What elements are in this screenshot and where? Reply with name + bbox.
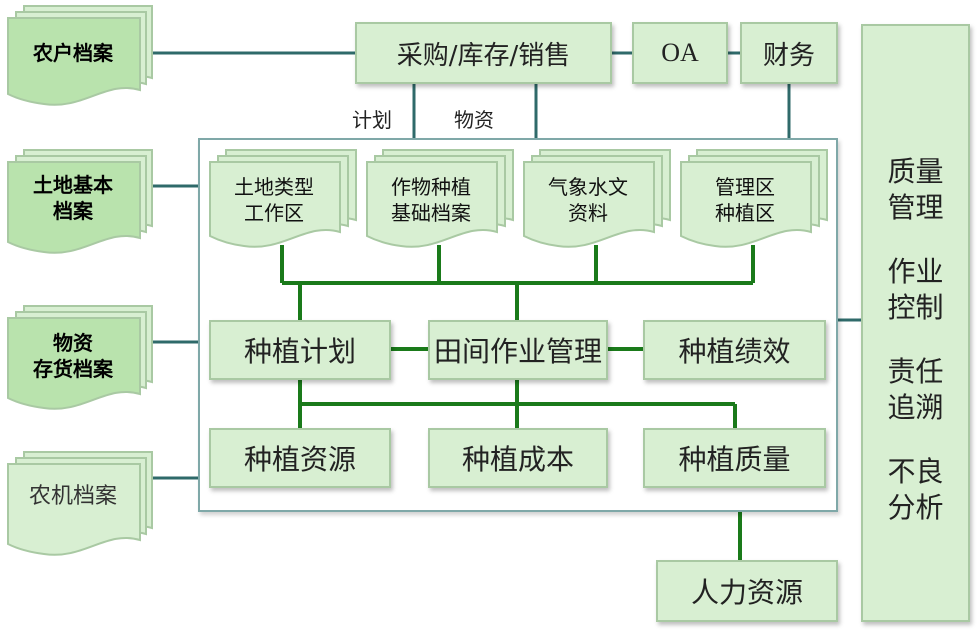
management-zone-doc[interactable]: 管理区 种植区 (679, 149, 829, 250)
field-operations-box[interactable]: 田间作业管理 (428, 320, 608, 380)
planting-cost-box[interactable]: 种植成本 (428, 428, 608, 488)
oa-box[interactable]: OA (632, 22, 728, 84)
land-archive-doc[interactable]: 土地基本 档案 (6, 149, 153, 254)
finance-box[interactable]: 财务 (740, 22, 838, 84)
planting-resources-label: 种植资源 (243, 443, 356, 476)
plan-edge-label: 计划 (352, 108, 392, 132)
human-resources-label: 人力资源 (690, 576, 803, 609)
responsibility-trace-line-2: 追溯 (887, 391, 944, 424)
crop-label-2: 基础档案 (391, 201, 471, 225)
weather-label-1: 气象水文 (548, 175, 628, 199)
finance-label: 财务 (762, 40, 815, 71)
land-archive-label-2: 档案 (53, 199, 93, 223)
material-archive-label-1: 物资 (53, 331, 93, 355)
planting-performance-label: 种植绩效 (678, 335, 791, 368)
land-type-zone-doc[interactable]: 土地类型 工作区 (208, 149, 358, 250)
machinery-archive-label: 农机档案 (28, 484, 117, 509)
defect-analysis-line-2: 分析 (887, 491, 944, 524)
planting-plan-box[interactable]: 种植计划 (209, 320, 391, 380)
quality-management-line-2: 管理 (887, 191, 944, 224)
field-operations-label: 田间作业管理 (433, 335, 602, 368)
responsibility-trace-group: 责任 追溯 (887, 354, 943, 426)
machinery-archive-doc[interactable]: 农机档案 (6, 451, 153, 556)
operation-control-line-1: 作业 (887, 255, 944, 288)
zone-label-1: 管理区 (715, 175, 775, 199)
farmer-archive-doc[interactable]: 农户档案 (6, 5, 153, 106)
land-type-label-2: 工作区 (244, 201, 304, 225)
crop-label-1: 作物种植 (391, 175, 471, 199)
material-archive-label-2: 存货档案 (33, 357, 113, 381)
material-archive-doc[interactable]: 物资 存货档案 (6, 305, 153, 410)
crop-archive-doc[interactable]: 作物种植 基础档案 (365, 149, 515, 250)
planting-performance-box[interactable]: 种植绩效 (643, 320, 826, 380)
material-edge-label: 物资 (454, 108, 494, 132)
defect-analysis-line-1: 不良 (887, 455, 944, 488)
planting-resources-box[interactable]: 种植资源 (209, 428, 391, 488)
operation-control-line-2: 控制 (887, 291, 944, 324)
quality-management-line-1: 质量 (887, 155, 944, 188)
planting-cost-label: 种植成本 (461, 443, 574, 476)
responsibility-trace-line-1: 责任 (887, 355, 944, 388)
oa-label: OA (661, 38, 699, 67)
quality-management-group: 质量 管理 (887, 154, 943, 226)
quality-control-panel[interactable]: 质量 管理 作业 控制 责任 追溯 不良 分析 (861, 24, 970, 622)
planting-plan-label: 种植计划 (243, 335, 356, 368)
planting-quality-label: 种植质量 (678, 443, 791, 476)
planting-management-frame (198, 138, 838, 512)
planting-quality-box[interactable]: 种植质量 (643, 428, 826, 488)
procurement-label: 采购/库存/销售 (396, 40, 571, 71)
human-resources-box[interactable]: 人力资源 (656, 560, 838, 622)
zone-label-2: 种植区 (715, 201, 775, 225)
operation-control-group: 作业 控制 (887, 254, 943, 326)
farmer-archive-label: 农户档案 (33, 41, 113, 65)
defect-analysis-group: 不良 分析 (887, 454, 943, 526)
weather-label-2: 资料 (568, 201, 608, 225)
land-type-label-1: 土地类型 (234, 175, 314, 199)
procurement-inventory-sales-box[interactable]: 采购/库存/销售 (355, 22, 612, 84)
land-archive-label-1: 土地基本 (33, 173, 113, 197)
weather-hydrology-doc[interactable]: 气象水文 资料 (522, 149, 672, 250)
